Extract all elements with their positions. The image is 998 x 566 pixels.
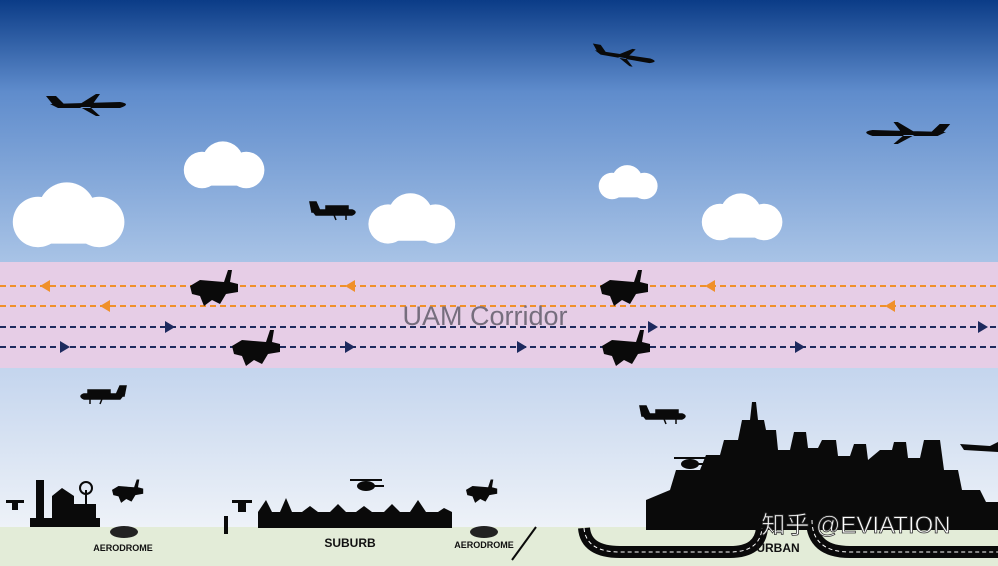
arrow-left-icon xyxy=(705,280,715,292)
arrow-right-icon xyxy=(978,321,988,333)
zone-label-aerodrome: AERODROME xyxy=(454,540,514,550)
road xyxy=(578,519,998,558)
person-icon xyxy=(224,516,228,534)
arrow-left-icon xyxy=(40,280,50,292)
zone-label-suburb: SUBURB xyxy=(324,536,376,550)
suburb-silhouette xyxy=(258,498,452,528)
helipad-icon xyxy=(110,526,138,538)
city-skyline xyxy=(646,402,998,530)
arrow-right-icon xyxy=(517,341,527,353)
corridor-label: UAM Corridor xyxy=(402,301,567,331)
corridor-lanes xyxy=(0,280,998,353)
arrow-right-icon xyxy=(165,321,175,333)
arrow-right-icon xyxy=(795,341,805,353)
helicopter-icon xyxy=(350,457,708,491)
drone-icon xyxy=(6,500,252,512)
zone-label-aerodrome: AERODROME xyxy=(93,543,153,553)
uam-corridor-band xyxy=(0,262,998,368)
watermark: 知乎 @EVIATION xyxy=(761,512,950,539)
arrow-left-icon xyxy=(885,300,895,312)
arrow-left-icon xyxy=(100,300,110,312)
sky xyxy=(0,0,998,262)
arrow-right-icon xyxy=(345,341,355,353)
airliner-icon xyxy=(960,442,998,452)
helipad-icon xyxy=(470,526,498,538)
zone-label-urban: URBAN xyxy=(756,541,799,555)
farm-silhouette xyxy=(30,480,100,527)
arrow-right-icon xyxy=(648,321,658,333)
arrow-right-icon xyxy=(60,341,70,353)
arrow-left-icon xyxy=(345,280,355,292)
road-line xyxy=(511,526,537,561)
